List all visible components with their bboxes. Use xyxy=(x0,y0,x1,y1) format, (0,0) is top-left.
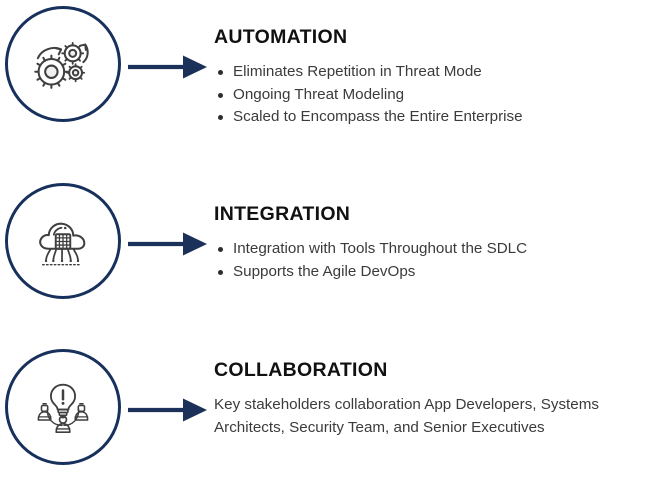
arrow-right-icon xyxy=(128,55,207,79)
collaboration-lightbulb-people-icon xyxy=(5,349,121,465)
badge-automation xyxy=(0,4,128,130)
circle-outline-automation xyxy=(5,6,121,122)
badge-integration xyxy=(0,181,128,307)
section-automation: AUTOMATION Eliminates Repetition in Thre… xyxy=(0,4,654,174)
arrow-right-icon xyxy=(128,232,207,256)
section-collaboration: COLLABORATION Key stakeholders collabora… xyxy=(0,347,654,479)
list-item: Integration with Tools Throughout the SD… xyxy=(214,238,646,261)
gears-icon xyxy=(5,6,121,122)
arrow-wrap-collaboration xyxy=(128,347,210,473)
circle-outline-collaboration xyxy=(5,349,121,465)
arrow-wrap-integration xyxy=(128,181,210,307)
heading-automation: AUTOMATION xyxy=(214,26,348,48)
bullet-list-automation: Eliminates Repetition in Threat Mode Ong… xyxy=(214,61,646,129)
paragraph-collaboration: Key stakeholders collaboration App Devel… xyxy=(214,396,599,436)
list-item: Scaled to Encompass the Entire Enterpris… xyxy=(214,106,646,129)
list-item: Ongoing Threat Modeling xyxy=(214,84,646,107)
arrow-wrap-automation xyxy=(128,4,210,130)
list-item: Supports the Agile DevOps xyxy=(214,261,646,284)
list-item: Eliminates Repetition in Threat Mode xyxy=(214,61,646,84)
content-collaboration: COLLABORATION Key stakeholders collabora… xyxy=(210,347,654,439)
content-integration: INTEGRATION Integration with Tools Throu… xyxy=(210,181,654,283)
content-automation: AUTOMATION Eliminates Repetition in Thre… xyxy=(210,4,654,129)
heading-integration: INTEGRATION xyxy=(214,203,351,225)
bullet-list-integration: Integration with Tools Throughout the SD… xyxy=(214,238,646,283)
cloud-chip-icon xyxy=(5,183,121,299)
section-integration: INTEGRATION Integration with Tools Throu… xyxy=(0,181,654,346)
heading-collaboration: COLLABORATION xyxy=(214,359,388,381)
badge-collaboration xyxy=(0,347,128,473)
arrow-right-icon xyxy=(128,398,207,422)
